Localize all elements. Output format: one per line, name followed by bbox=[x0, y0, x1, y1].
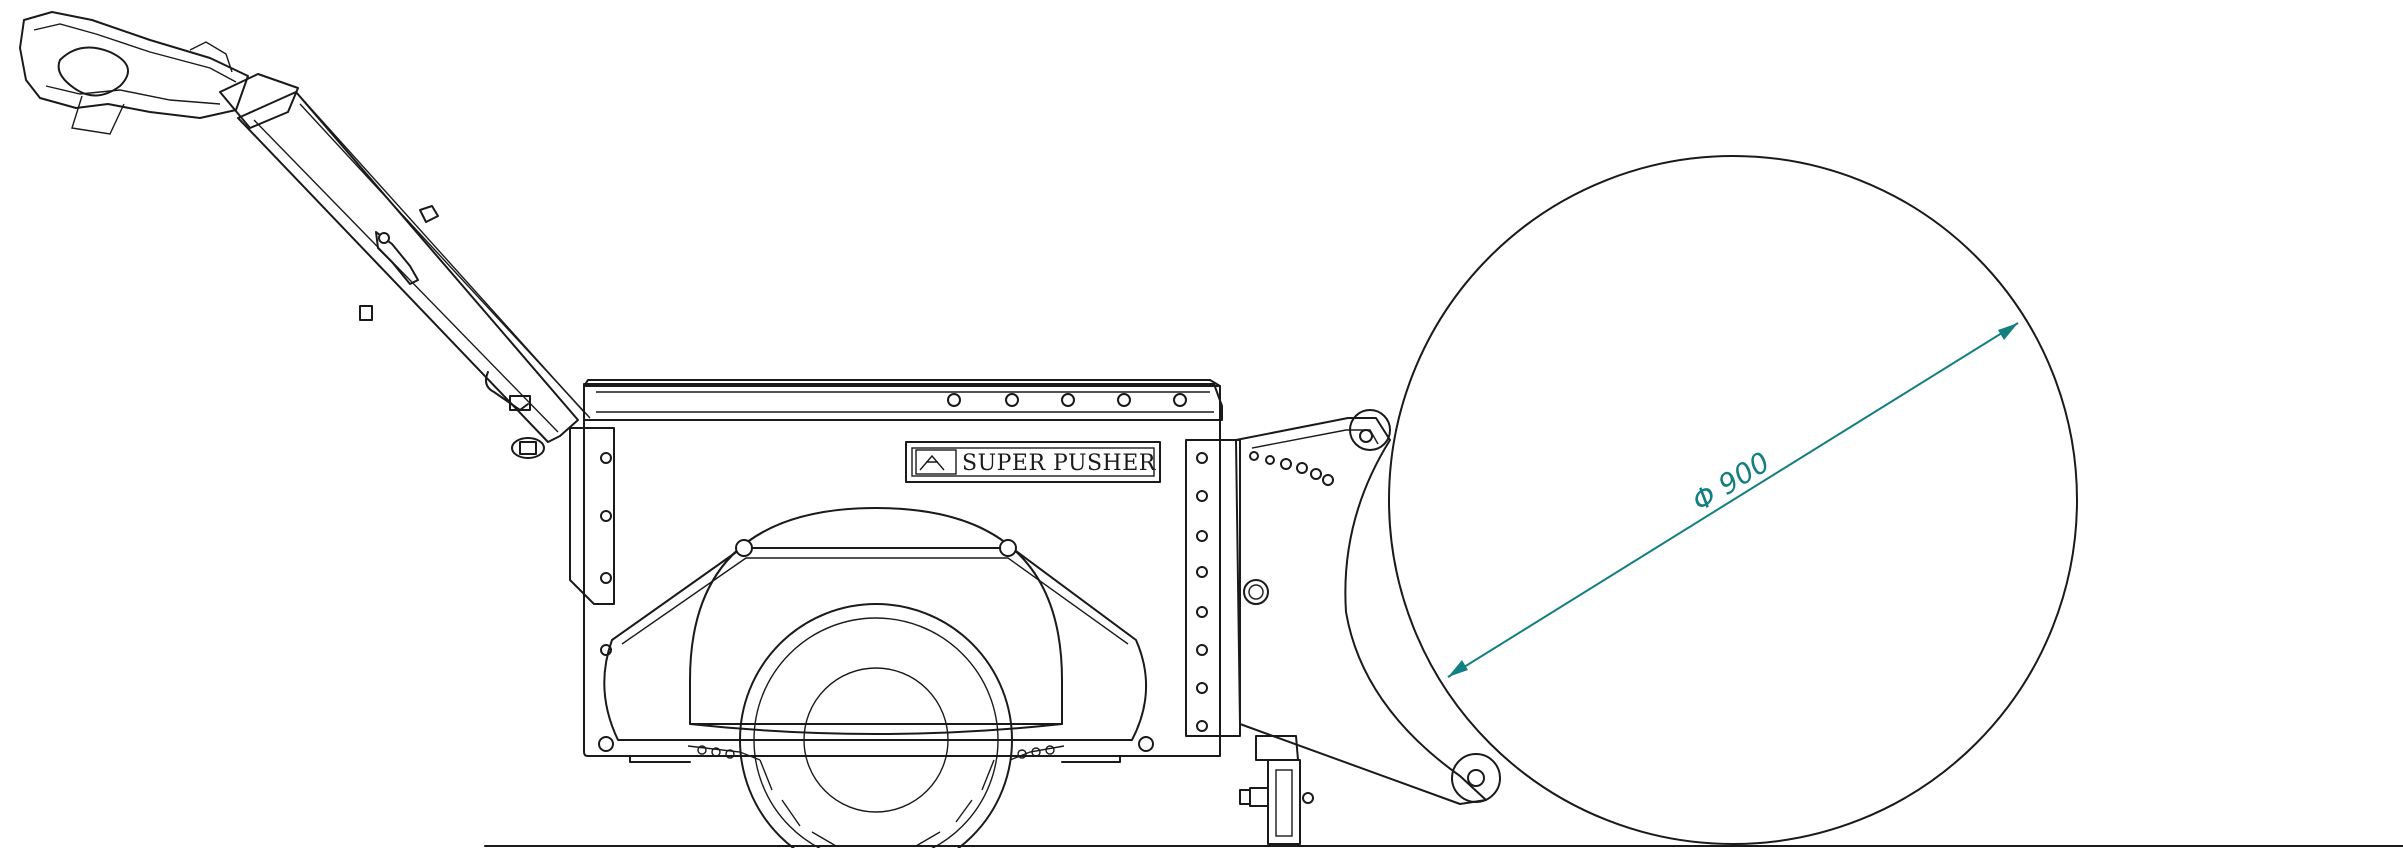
top-rail bbox=[583, 383, 1223, 421]
handle-grip bbox=[19, 11, 249, 135]
wheel-cover bbox=[598, 507, 1154, 752]
handle-neck bbox=[219, 73, 299, 129]
mounting-plate bbox=[1185, 439, 1241, 737]
dimension-label: Φ 900 bbox=[1686, 445, 1775, 518]
push-arm bbox=[1235, 409, 1501, 805]
brand-plate: SUPER PUSHER bbox=[905, 441, 1161, 483]
castor-wheel bbox=[1239, 735, 1314, 845]
drive-chain bbox=[687, 745, 1065, 761]
load-cylinder bbox=[1388, 155, 2078, 845]
diameter-dimension: Φ 900 bbox=[1447, 322, 2019, 678]
brand-plate-text: SUPER PUSHER bbox=[962, 451, 1157, 476]
handle-arm bbox=[237, 91, 591, 443]
lower-frame bbox=[629, 755, 1121, 763]
drive-wheel bbox=[739, 603, 1013, 848]
main-body bbox=[569, 379, 1221, 757]
handle-controls bbox=[359, 205, 545, 459]
